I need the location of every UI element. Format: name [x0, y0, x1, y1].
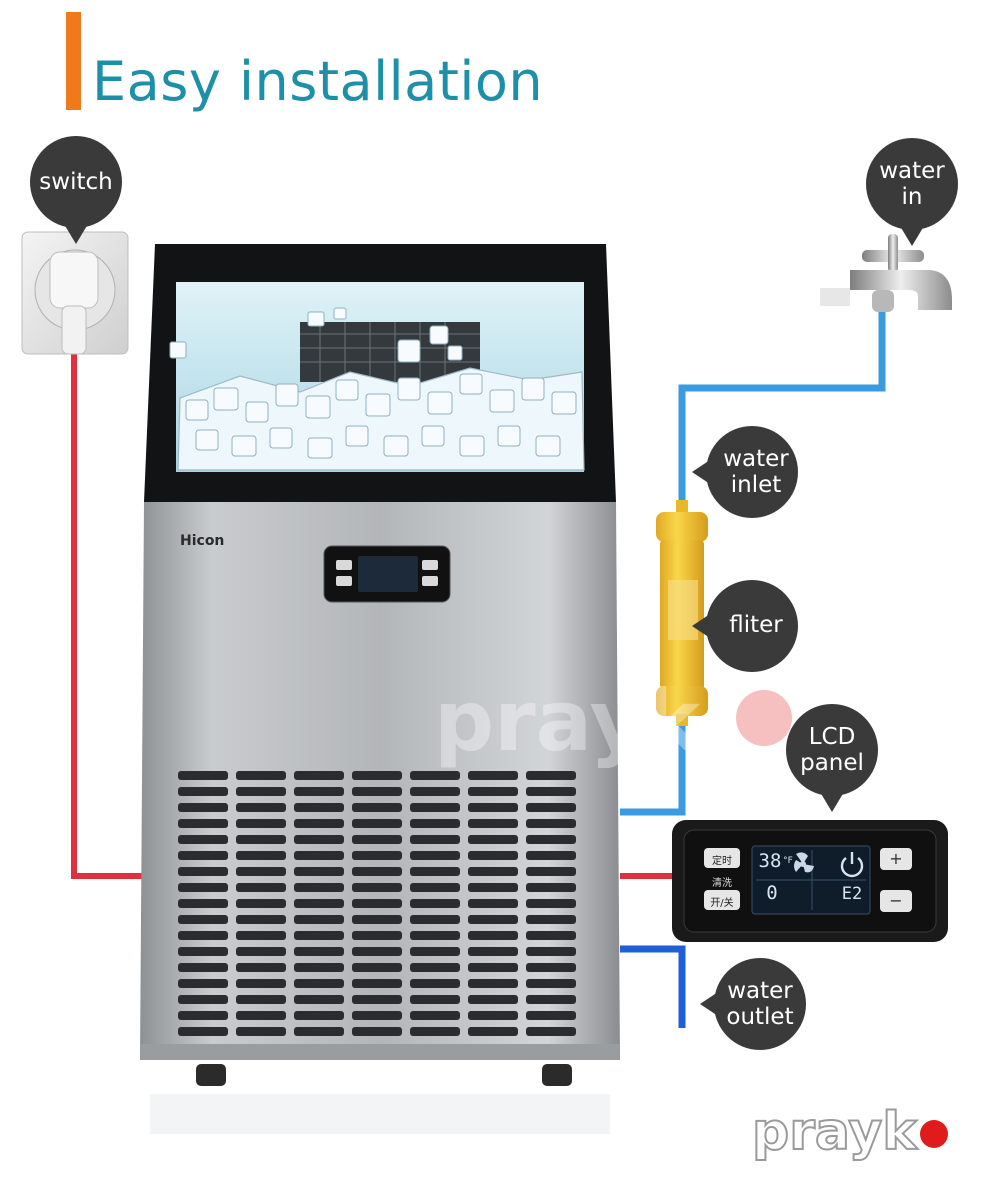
- speech-bubble-icon: [30, 136, 958, 1050]
- lcd-minus-button: −: [889, 891, 903, 910]
- lcd-clean-label: 清洗: [712, 878, 732, 889]
- machine-brand: Hicon: [180, 533, 225, 549]
- lcd-power-button: 开/关: [710, 898, 734, 909]
- water-outlet-callout: water outlet: [726, 978, 794, 1030]
- ice-machine: [140, 244, 620, 1134]
- power-plug-icon: [21, 231, 129, 355]
- filter-callout: fliter: [729, 612, 783, 638]
- fan-icon: [794, 852, 814, 873]
- power-icon: [840, 852, 864, 878]
- lcd-count-readout: 0: [766, 882, 778, 904]
- lcd-panel-large: [672, 820, 948, 942]
- page-title: Easy installation: [92, 50, 544, 113]
- water-in-callout: water in: [879, 158, 945, 210]
- water-inlet-pipe: [620, 310, 886, 816]
- switch-callout: switch: [39, 169, 113, 195]
- watermark-logo: prayk: [751, 1101, 918, 1163]
- water-inlet-callout: water inlet: [723, 446, 789, 498]
- watermark-dot-faint: [736, 690, 792, 746]
- water-filter-icon: [656, 500, 708, 726]
- watermark-dot: [920, 1120, 948, 1148]
- lcd-error-code: E2: [841, 884, 863, 904]
- watermark-faint: prayk: [434, 672, 701, 770]
- lcd-temp-unit: °F: [783, 856, 793, 866]
- water-tap-icon: [820, 234, 952, 312]
- title-accent-bar: [66, 12, 81, 110]
- lcd-temp-readout: 38: [758, 850, 782, 872]
- water-outlet-pipe: [620, 945, 686, 1028]
- lcd-panel-callout: LCD panel: [800, 724, 864, 776]
- lcd-plus-button: +: [889, 849, 903, 868]
- lcd-timer-button: 定时: [712, 856, 732, 867]
